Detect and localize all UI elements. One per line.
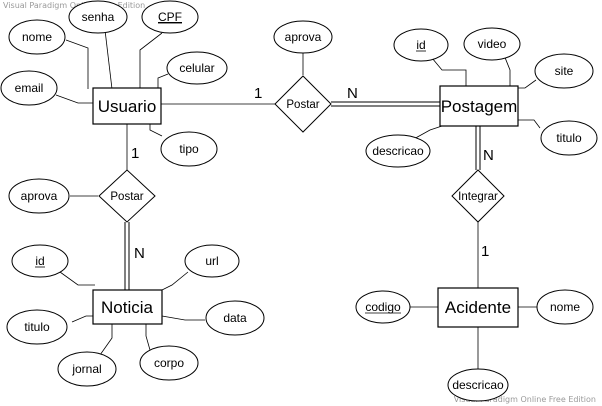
line-postagem-site (518, 79, 537, 89)
attribute-postar-left-aprova[interactable]: aprova (8, 178, 70, 214)
attribute-postar-top-aprova[interactable]: aprova (273, 20, 333, 54)
line-usuario-email (55, 94, 93, 104)
attribute-usuario-email[interactable]: email (0, 70, 58, 106)
attribute-noticia-id[interactable]: id (11, 244, 69, 278)
entity-acidente[interactable]: Acidente (437, 287, 519, 328)
attribute-label: tipo (179, 142, 199, 156)
attribute-label: celular (179, 61, 214, 75)
watermark-bottom: Visual Paradigm Online Free Edition (454, 395, 596, 404)
connector-lines (55, 29, 541, 372)
cardinality-postar-left-noticia: N (134, 245, 145, 262)
attribute-noticia-titulo[interactable]: titulo (6, 309, 68, 345)
entity-postagem[interactable]: Postagem (439, 85, 519, 127)
attribute-usuario-cpf[interactable]: CPF (141, 0, 199, 34)
relationship-label: Integrar (458, 191, 498, 203)
attribute-postagem-descricao[interactable]: descricao (365, 134, 431, 168)
line-usuario-cpf (139, 32, 163, 89)
entity-noticia[interactable]: Noticia (92, 289, 163, 325)
entity-usuario[interactable]: Usuario (92, 87, 162, 125)
cardinality-usuario-postar-top: 1 (254, 85, 262, 102)
attribute-label: url (205, 254, 218, 268)
line-noticia-corpo (145, 324, 151, 351)
relationship-postar-left[interactable]: Postar (98, 169, 156, 223)
relationship-postar-top[interactable]: Postar (274, 75, 332, 133)
attribute-label: email (15, 81, 44, 95)
cardinality-postagem-integrar: N (483, 147, 494, 164)
line-noticia-id (59, 271, 95, 286)
attribute-label: video (478, 37, 507, 51)
attribute-label: descricao (372, 144, 424, 158)
cardinality-usuario-postar-left: 1 (131, 145, 139, 162)
attribute-noticia-jornal[interactable]: jornal (57, 351, 117, 387)
attribute-label: titulo (24, 320, 50, 334)
attribute-postagem-id[interactable]: id (393, 28, 449, 62)
attribute-usuario-celular[interactable]: celular (166, 51, 228, 85)
attribute-usuario-tipo[interactable]: tipo (160, 131, 218, 167)
attribute-label: titulo (556, 131, 582, 145)
entity-label: Acidente (445, 298, 511, 317)
attribute-label: corpo (154, 356, 184, 370)
line-noticia-url (161, 271, 189, 291)
line-noticia-data (161, 315, 205, 321)
attribute-usuario-nome[interactable]: nome (8, 19, 66, 55)
attribute-noticia-corpo[interactable]: corpo (139, 345, 199, 381)
relationship-integrar[interactable]: Integrar (451, 169, 505, 223)
entity-label: Postagem (441, 97, 518, 116)
attribute-postagem-video[interactable]: video (463, 27, 521, 61)
line-usuario-nome (65, 39, 89, 89)
relationship-label: Postar (110, 191, 143, 203)
attribute-acidente-nome[interactable]: nome (536, 289, 594, 325)
line-noticia-titulo (71, 315, 93, 323)
line-postagem-id (431, 57, 467, 86)
watermark-top: Visual Paradigm Online Free Edition (3, 1, 145, 10)
line-usuario-tipo (149, 124, 163, 137)
attribute-noticia-url[interactable]: url (184, 244, 240, 278)
attribute-label: descricao (452, 378, 504, 392)
attribute-label: aprova (21, 189, 58, 203)
attribute-label-key: id (35, 254, 44, 268)
relationship-label: Postar (286, 99, 319, 111)
attribute-label-key: id (416, 38, 425, 52)
attribute-acidente-descricao[interactable]: descricao (447, 368, 509, 402)
attribute-postagem-site[interactable]: site (534, 53, 594, 89)
attribute-label-key: CPF (158, 10, 182, 24)
attribute-label: site (555, 64, 574, 78)
cardinality-postar-top-postagem: N (347, 85, 358, 102)
attribute-acidente-codigo[interactable]: codigo (355, 290, 411, 324)
cardinality-integrar-acidente: 1 (481, 243, 489, 260)
attribute-label: nome (22, 30, 52, 44)
attribute-label-key: codigo (365, 300, 401, 314)
attribute-usuario-senha[interactable]: senha (68, 0, 128, 34)
attribute-label: senha (82, 10, 115, 24)
entity-label: Usuario (98, 97, 157, 116)
attribute-label: aprova (285, 30, 322, 44)
attribute-postagem-titulo[interactable]: titulo (540, 120, 598, 156)
line-usuario-celular (157, 73, 169, 89)
line-postagem-titulo (518, 119, 541, 129)
line-noticia-jornal (99, 324, 113, 356)
line-usuario-senha (104, 29, 113, 90)
attribute-label: nome (550, 300, 580, 314)
entity-label: Noticia (101, 298, 154, 317)
attribute-label: jornal (71, 362, 101, 376)
attribute-noticia-data[interactable]: data (205, 300, 265, 336)
line-postagem-descricao (411, 125, 443, 141)
attribute-label: data (223, 311, 247, 325)
